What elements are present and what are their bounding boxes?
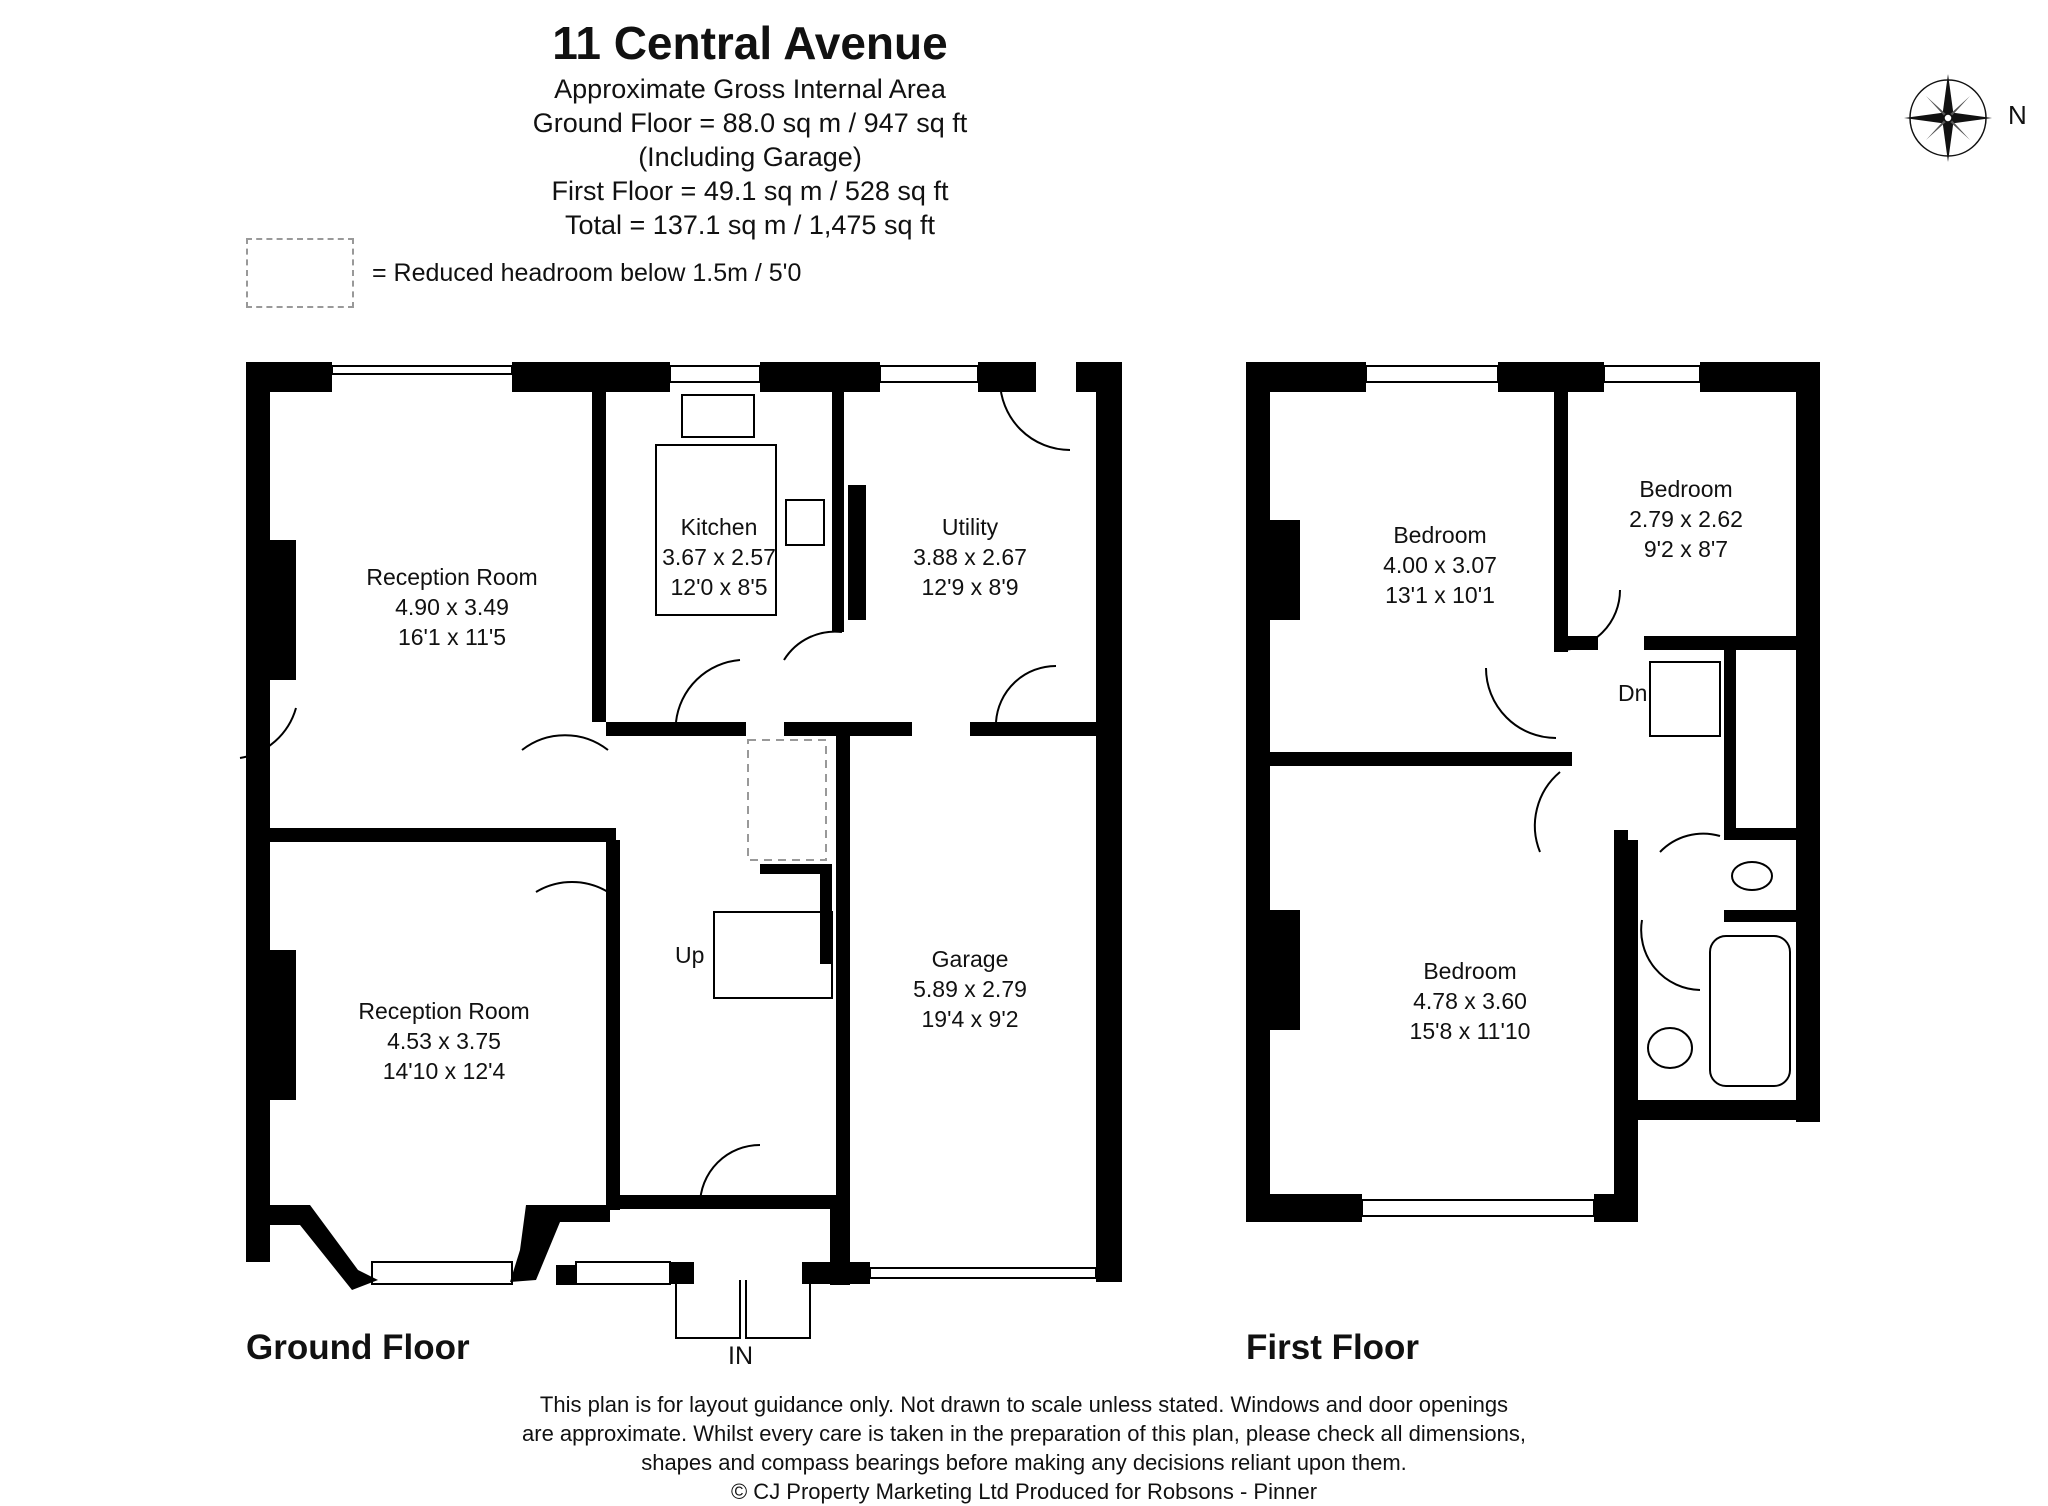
room-label-garage: Garage 5.89 x 2.79 19'4 x 9'2 (913, 946, 1027, 1032)
property-title: 11 Central Avenue (552, 17, 948, 69)
compass-north-label: N (2008, 100, 2027, 130)
ground-floor-area: Ground Floor = 88.0 sq m / 947 sq ft (532, 108, 968, 138)
room-label-bedroom-2: Bedroom 2.79 x 2.62 9'2 x 8'7 (1629, 476, 1743, 562)
area-heading: Approximate Gross Internal Area (554, 74, 946, 104)
room-label-bedroom-3: Bedroom 4.78 x 3.60 15'8 x 11'10 (1409, 958, 1531, 1044)
first-floor-title: First Floor (1246, 1328, 1420, 1367)
ground-floor-title: Ground Floor (246, 1328, 470, 1367)
legend-text: = Reduced headroom below 1.5m / 5'0 (372, 258, 802, 287)
ground-floor-plan (239, 362, 1122, 1339)
entrance-label: IN (728, 1342, 753, 1370)
plan-header: 11 Central Avenue Approximate Gross Inte… (0, 14, 1500, 242)
room-label-utility: Utility 3.88 x 2.67 12'9 x 8'9 (913, 514, 1027, 600)
disclaimer: This plan is for layout guidance only. N… (522, 1392, 1526, 1504)
room-label-bedroom-1: Bedroom 4.00 x 3.07 13'1 x 10'1 (1383, 522, 1497, 608)
total-area: Total = 137.1 sq m / 1,475 sq ft (565, 210, 935, 240)
room-label-kitchen: Kitchen 3.67 x 2.57 12'0 x 8'5 (662, 514, 776, 600)
legend-dashed-box (246, 238, 354, 308)
stairs-up-label: Up (675, 942, 705, 968)
stairs-down-label: Dn (1618, 680, 1648, 706)
garage-note: (Including Garage) (638, 142, 862, 172)
room-label-reception-1: Reception Room 4.90 x 3.49 16'1 x 11'5 (366, 564, 538, 650)
compass-rose-icon (1904, 74, 1992, 162)
room-label-reception-2: Reception Room 4.53 x 3.75 14'10 x 12'4 (358, 998, 530, 1084)
headroom-legend: = Reduced headroom below 1.5m / 5'0 (246, 238, 801, 308)
first-floor-plan (1246, 362, 1820, 1222)
first-floor-area: First Floor = 49.1 sq m / 528 sq ft (551, 176, 949, 206)
